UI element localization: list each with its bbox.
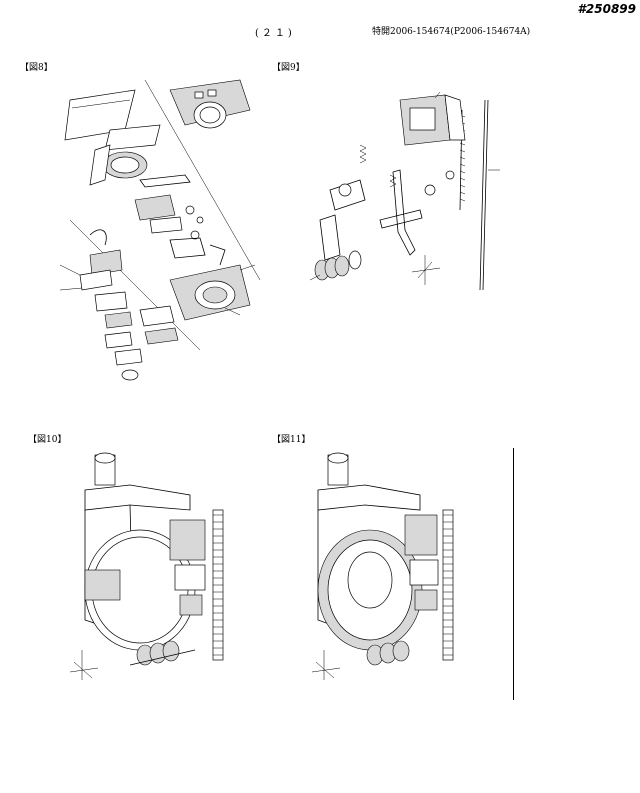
- page-number: (２１): [255, 28, 295, 39]
- publication-number: 特開2006-154674(P2006-154674A): [372, 27, 531, 37]
- figure-9-label: 【図9】: [272, 63, 305, 73]
- figure-10-assembly-drawing: [70, 450, 250, 690]
- figure-8-label: 【図8】: [20, 63, 53, 73]
- figure-10-label: 【図10】: [28, 435, 67, 445]
- figure-11-assembly-drawing: [310, 450, 480, 690]
- figure-11-label: 【図11】: [272, 435, 311, 445]
- vertical-divider-line: [513, 448, 514, 700]
- figure-8-exploded-view-drawing: [50, 70, 265, 390]
- figure-9-mechanism-drawing: [300, 80, 510, 300]
- document-stamp: #250899: [577, 2, 636, 16]
